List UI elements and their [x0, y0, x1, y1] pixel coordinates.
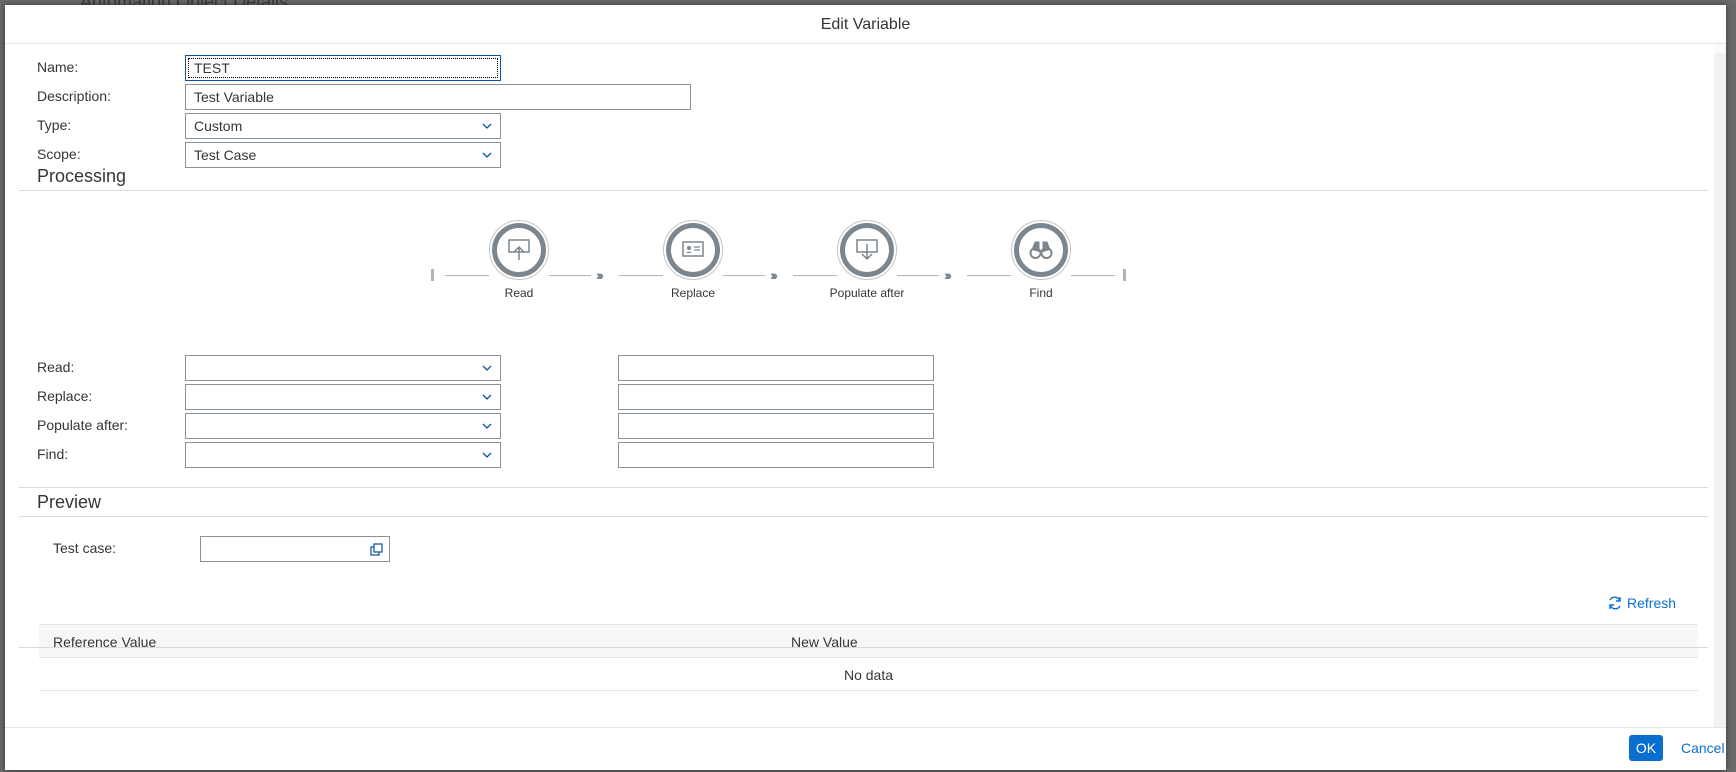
populate-after-label: Populate after: — [37, 417, 129, 433]
preview-table-header: Reference Value New Value — [39, 624, 1698, 658]
read-select[interactable] — [185, 355, 501, 381]
preview-title: Preview — [37, 492, 102, 512]
chevron-down-icon — [482, 152, 492, 158]
id-card-icon — [682, 241, 704, 257]
connector — [967, 275, 1011, 276]
connector — [723, 275, 765, 276]
binoculars-icon — [1029, 241, 1053, 259]
column-reference-value[interactable]: Reference Value — [53, 634, 157, 650]
replace-select[interactable] — [185, 384, 501, 410]
type-select-value: Custom — [194, 118, 243, 134]
value-help-icon[interactable] — [370, 543, 383, 556]
step-label-find: Find — [1029, 286, 1053, 300]
download-screen-icon — [856, 239, 878, 261]
process-end-marker — [1123, 269, 1126, 281]
replace-label: Replace: — [37, 388, 93, 404]
find-value-input[interactable] — [618, 442, 934, 468]
read-label: Read: — [37, 359, 75, 375]
name-label: Name: — [37, 59, 79, 75]
connector — [793, 275, 837, 276]
connector — [445, 275, 489, 276]
step-find[interactable] — [1011, 220, 1071, 280]
connector — [1071, 275, 1115, 276]
edit-variable-dialog: Edit Variable Name: TEST Description: Te… — [5, 5, 1726, 770]
table-empty-text: No data — [39, 659, 1698, 691]
processing-divider — [19, 190, 1708, 191]
connector — [619, 275, 663, 276]
step-populate-after[interactable] — [837, 220, 897, 280]
refresh-button[interactable]: Refresh — [1607, 595, 1676, 611]
upload-screen-icon — [508, 239, 530, 260]
connector — [897, 275, 939, 276]
refresh-label: Refresh — [1627, 595, 1677, 611]
test-case-input[interactable] — [200, 536, 390, 562]
chevron-down-icon — [482, 394, 492, 400]
populate-after-value-input[interactable] — [618, 413, 934, 439]
preview-bottom-divider — [19, 647, 1708, 648]
find-label: Find: — [37, 446, 69, 462]
step-label-populate-after: Populate after — [829, 286, 905, 300]
column-new-value[interactable]: New Value — [791, 634, 858, 650]
chevrons-icon: ››› — [944, 267, 952, 283]
populate-after-select[interactable] — [185, 413, 501, 439]
dialog-title: Edit Variable — [5, 5, 1726, 44]
chevrons-icon: ››› — [596, 267, 604, 283]
read-value-input[interactable] — [618, 355, 934, 381]
connector — [549, 275, 591, 276]
test-case-label: Test case: — [53, 540, 117, 556]
chevrons-icon: ››› — [770, 267, 778, 283]
name-field[interactable]: TEST — [185, 55, 501, 81]
ok-button[interactable]: OK — [1629, 735, 1663, 761]
preview-divider — [19, 516, 1708, 517]
description-field[interactable]: Test Variable — [185, 84, 691, 110]
dialog-footer — [5, 727, 1726, 770]
chevron-down-icon — [482, 452, 492, 458]
processing-title: Processing — [37, 166, 127, 186]
refresh-icon — [1609, 596, 1621, 610]
type-label: Type: — [37, 117, 72, 133]
process-start-marker — [431, 269, 434, 281]
step-read[interactable] — [489, 220, 549, 280]
cancel-button[interactable]: Cancel — [1681, 740, 1725, 756]
preview-top-divider — [19, 487, 1708, 488]
scope-select-value: Test Case — [194, 147, 257, 163]
step-label-replace: Replace — [670, 286, 716, 300]
chevron-down-icon — [482, 423, 492, 429]
replace-value-input[interactable] — [618, 384, 934, 410]
find-select[interactable] — [185, 442, 501, 468]
chevron-down-icon — [482, 365, 492, 371]
scope-label: Scope: — [37, 146, 81, 162]
description-label: Description: — [37, 88, 111, 104]
step-replace[interactable] — [663, 220, 723, 280]
step-label-read: Read — [504, 286, 534, 300]
scope-select[interactable]: Test Case — [185, 142, 501, 168]
chevron-down-icon — [482, 123, 492, 129]
scrollbar-thumb[interactable] — [1714, 53, 1726, 733]
type-select[interactable]: Custom — [185, 113, 501, 139]
